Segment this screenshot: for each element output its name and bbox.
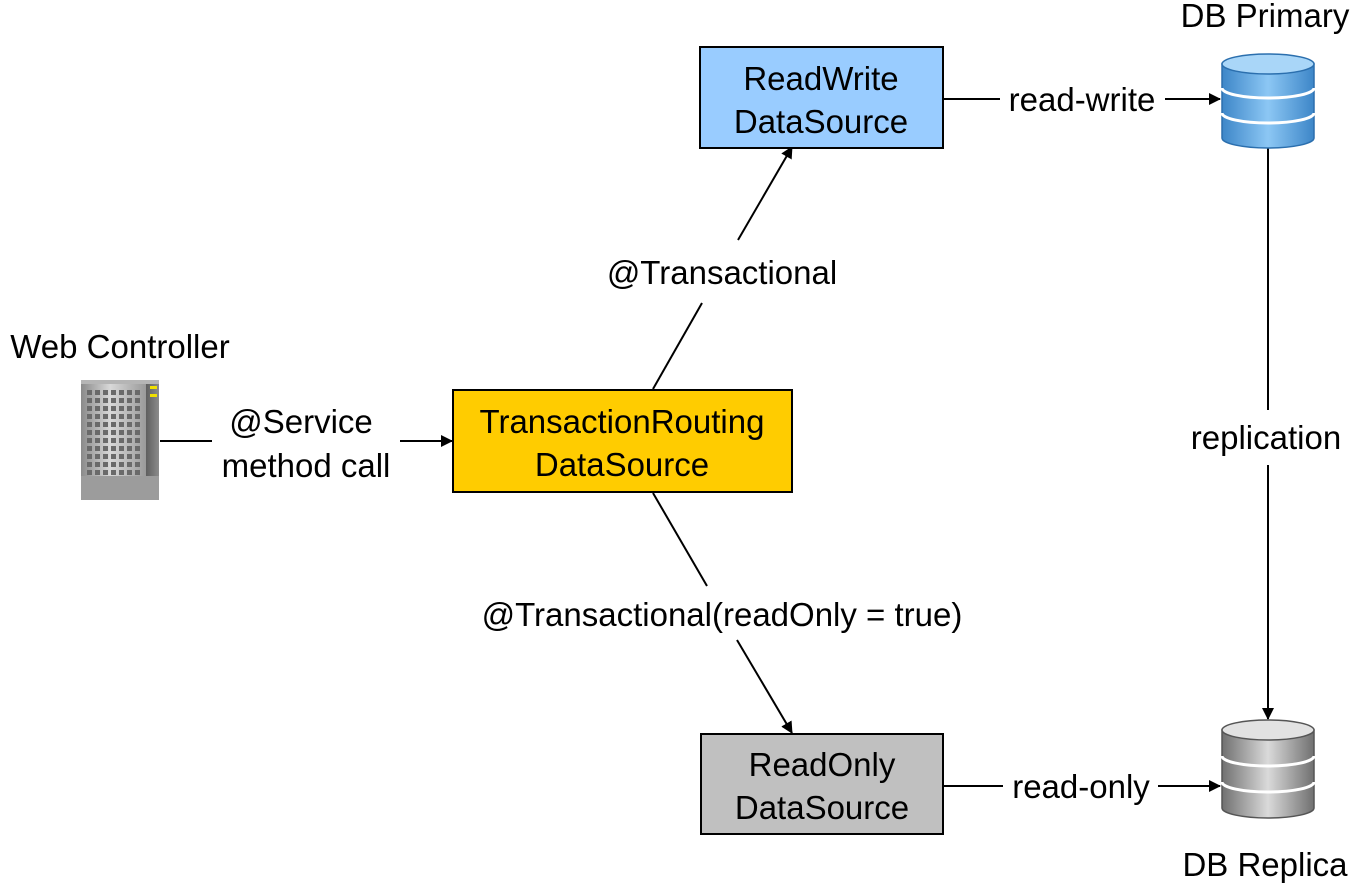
read-write-label: read-write xyxy=(1009,81,1156,118)
service-call-label-line1: @Service xyxy=(229,403,373,440)
readwrite-box-shape xyxy=(699,46,944,149)
web-controller-title: Web Controller xyxy=(10,328,229,365)
db-primary-title: DB Primary xyxy=(1181,0,1350,34)
transaction-routing-datasource-box: TransactionRouting DataSource xyxy=(452,389,793,493)
readwrite-datasource-box: ReadWrite DataSource xyxy=(699,46,944,149)
db-replica-title: DB Replica xyxy=(1182,846,1348,883)
routing-box-line2: DataSource xyxy=(535,446,709,483)
readonly-tx-connector xyxy=(652,492,708,587)
transactional-arrow xyxy=(737,146,793,241)
readonly-box-shape xyxy=(700,733,944,835)
readwrite-box-line2: DataSource xyxy=(734,103,908,140)
readwrite-box-line1: ReadWrite xyxy=(743,60,898,97)
transactional-label: @Transactional xyxy=(607,254,837,291)
replication-label: replication xyxy=(1191,419,1341,456)
transactional-connector xyxy=(652,302,703,390)
readonly-box-line2: DataSource xyxy=(735,789,909,826)
database-icon xyxy=(1220,53,1316,149)
readonly-box-line1: ReadOnly xyxy=(749,746,896,783)
routing-box-line1: TransactionRouting xyxy=(480,403,765,440)
server-icon xyxy=(81,380,159,500)
routing-box-shape xyxy=(452,389,793,493)
readonly-datasource-box: ReadOnly DataSource xyxy=(700,733,944,835)
readonly-tx-arrow xyxy=(736,639,793,734)
read-only-label: read-only xyxy=(1012,768,1150,805)
database-icon xyxy=(1220,719,1316,819)
service-call-label-line2: method call xyxy=(222,447,391,484)
readonly-tx-label: @Transactional(readOnly = true) xyxy=(482,596,963,633)
